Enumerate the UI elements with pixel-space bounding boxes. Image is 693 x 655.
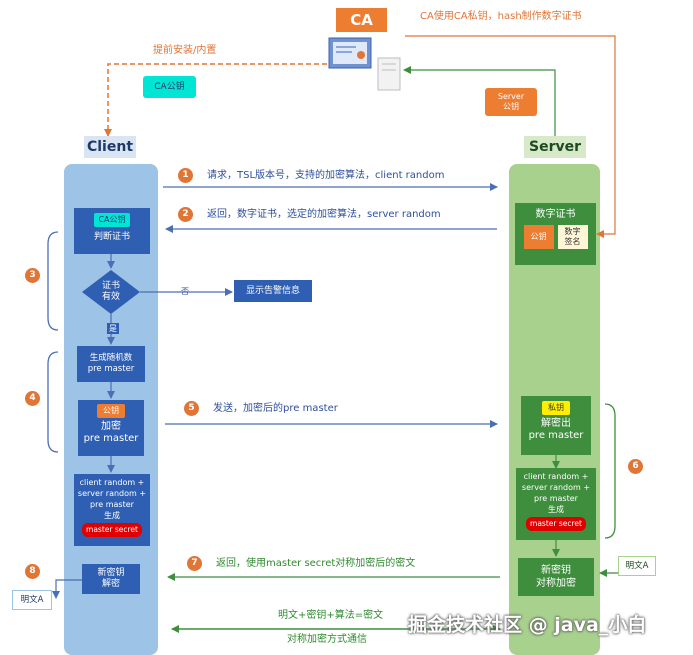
step-5-text: 发送，加密后的pre master [213,403,338,414]
server-decrypt-label: 解密出 pre master [528,418,584,441]
server-gen-master-box: client random + server random + pre mast… [516,468,596,540]
step-6-badge: 6 [628,459,643,474]
server-plaintext-a: 明文A [618,556,656,576]
server-cert-box: 数字证书 公钥 数字 签名 [515,203,596,265]
yes-label: 是 [107,323,119,334]
certificate-icon [328,37,401,91]
server-pubkey-badge: Server 公钥 [485,88,537,116]
ca-title: CA [336,8,387,32]
ca-sign-note: CA使用CA私钥，hash制作数字证书 [420,11,582,22]
step-8-badge: 8 [25,564,40,579]
step-4-badge: 4 [25,391,40,406]
step-1-badge: 1 [178,168,193,183]
server-decrypt-box: 私钥 解密出 pre master [521,396,591,455]
client-gen-master-box: client random + server random + pre mast… [74,474,150,546]
cert-signature: 数字 签名 [557,225,588,249]
no-label: 否 [181,287,189,296]
server-privkey-badge: 私钥 [542,401,570,415]
step-7-badge: 7 [187,556,202,571]
verify-ca-pubkey: CA公钥 [94,213,130,227]
encrypt-box: 公钥 加密 pre master [78,400,144,456]
final-line2: 对称加密方式通信 [287,634,367,645]
decision-diamond [82,270,140,314]
client-plaintext-a: 明文A [12,590,52,610]
warning-box: 显示告警信息 [234,280,312,302]
step-7-text: 返回，使用master secret对称加密后的密文 [216,558,416,569]
verify-cert-label: 判断证书 [93,232,130,242]
cert-contents: 公钥 数字 签名 [523,225,588,249]
cert-title: 数字证书 [535,209,576,220]
encrypt-label: 加密 pre master [83,421,139,444]
step-3-badge: 3 [25,268,40,283]
final-line1: 明文+密钥+算法=密文 [278,610,384,621]
step-1-text: 请求，TSL版本号，支持的加密算法，client random [207,170,445,181]
gen-random-box: 生成随机数 pre master [77,346,145,382]
step-2-badge: 2 [178,207,193,222]
client-title: Client [84,136,136,158]
server-master-secret: master secret [526,517,586,531]
client-master-secret: master secret [82,523,142,537]
client-gen-master-label: client random + server random + pre mast… [77,478,147,520]
decision-label: 证书 有效 [101,281,120,302]
preinstall-note: 提前安装/内置 [153,45,217,56]
server-title: Server [524,136,586,158]
client-pubkey-badge: 公钥 [97,404,125,418]
verify-cert-box: CA公钥 判断证书 [74,208,150,254]
server-encrypt-box: 新密钥 对称加密 [518,558,594,596]
step-2-text: 返回，数字证书，选定的加密算法，server random [207,209,441,220]
client-decrypt-box: 新密钥 解密 [82,564,140,594]
watermark: 掘金技术社区 @ java_小白 [408,614,647,636]
ca-pubkey-badge: CA公钥 [143,76,196,98]
cert-pubkey: 公钥 [523,225,554,249]
server-gen-master-label: client random + server random + pre mast… [521,472,591,514]
step-5-badge: 5 [184,401,199,416]
